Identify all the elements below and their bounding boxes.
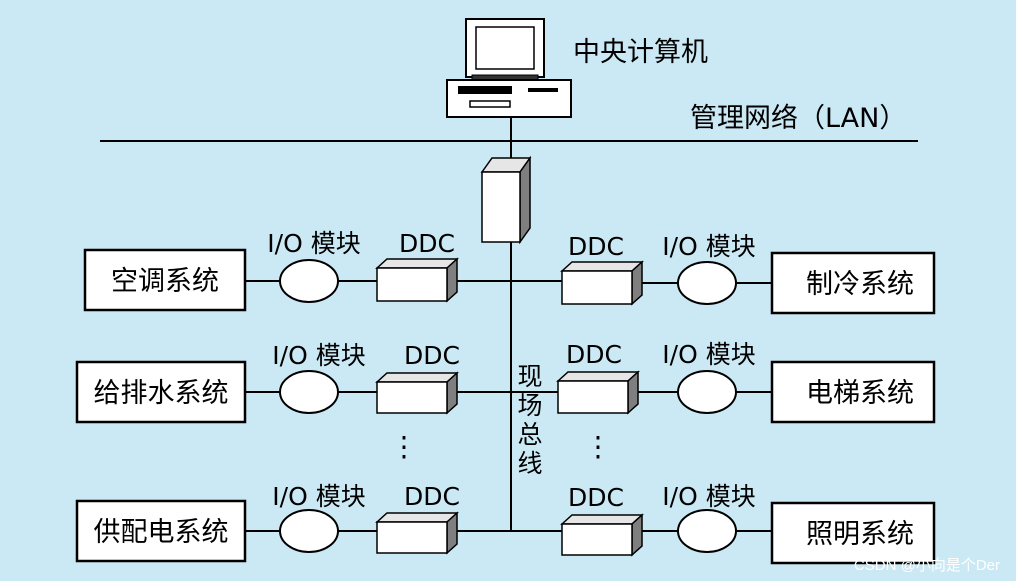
ddc-controller-right-3 (560, 513, 644, 557)
system-label-right-2: 电梯系统 (806, 378, 914, 409)
watermark: CSDN @小向是个Der (854, 557, 1000, 574)
ddc-label-right-1: DDC (568, 232, 624, 261)
central-computer-label: 中央计算机 (573, 37, 708, 68)
ddc-controller-left-3 (375, 511, 459, 555)
io-label-left-1: I/O 模块 (267, 229, 360, 258)
system-label-left-2: 给排水系统 (94, 378, 229, 409)
io-label-right-3: I/O 模块 (662, 482, 755, 511)
ddc-label-right-2: DDC (566, 340, 622, 369)
system-box-right-3 (770, 501, 936, 565)
ddc-controller-left-2 (375, 371, 459, 415)
system-box-right-2 (770, 360, 936, 424)
ddc-label-left-1: DDC (399, 229, 455, 258)
computer-icon (446, 18, 572, 118)
fieldbus-label-1: 现 (517, 362, 542, 391)
network-controller-icon (480, 155, 532, 245)
ddc-label-left-2: DDC (404, 341, 460, 370)
ellipsis-right: ⋮ (584, 430, 612, 463)
fieldbus-label-2: 场 (517, 391, 542, 420)
system-label-right-3: 照明系统 (806, 519, 914, 550)
system-label-left-3: 供配电系统 (94, 517, 229, 548)
fieldbus-label-4: 线 (517, 449, 542, 478)
io-label-left-2: I/O 模块 (272, 341, 365, 370)
io-module-left-2 (279, 370, 339, 414)
io-module-right-3 (677, 509, 737, 553)
io-label-right-2: I/O 模块 (662, 340, 755, 369)
ddc-controller-right-2 (556, 370, 640, 415)
io-module-right-1 (677, 261, 737, 305)
ddc-label-right-3: DDC (568, 483, 624, 512)
io-module-right-2 (677, 370, 737, 414)
ddc-controller-left-1 (375, 257, 459, 303)
system-box-left-1 (83, 248, 247, 312)
fieldbus-label-3: 总 (517, 420, 542, 449)
system-label-right-1: 制冷系统 (806, 269, 914, 300)
ddc-label-left-3: DDC (404, 482, 460, 511)
system-box-left-2 (75, 360, 247, 424)
lan-label: 管理网络（LAN） (690, 103, 906, 134)
io-label-left-3: I/O 模块 (272, 482, 365, 511)
io-label-right-1: I/O 模块 (662, 232, 755, 261)
io-module-left-3 (279, 509, 339, 553)
ddc-controller-right-1 (560, 260, 644, 306)
ellipsis-left: ⋮ (390, 430, 418, 463)
system-box-right-1 (770, 251, 936, 315)
io-module-left-1 (279, 259, 339, 303)
system-box-left-3 (75, 499, 247, 563)
system-label-left-1: 空调系统 (111, 266, 219, 297)
